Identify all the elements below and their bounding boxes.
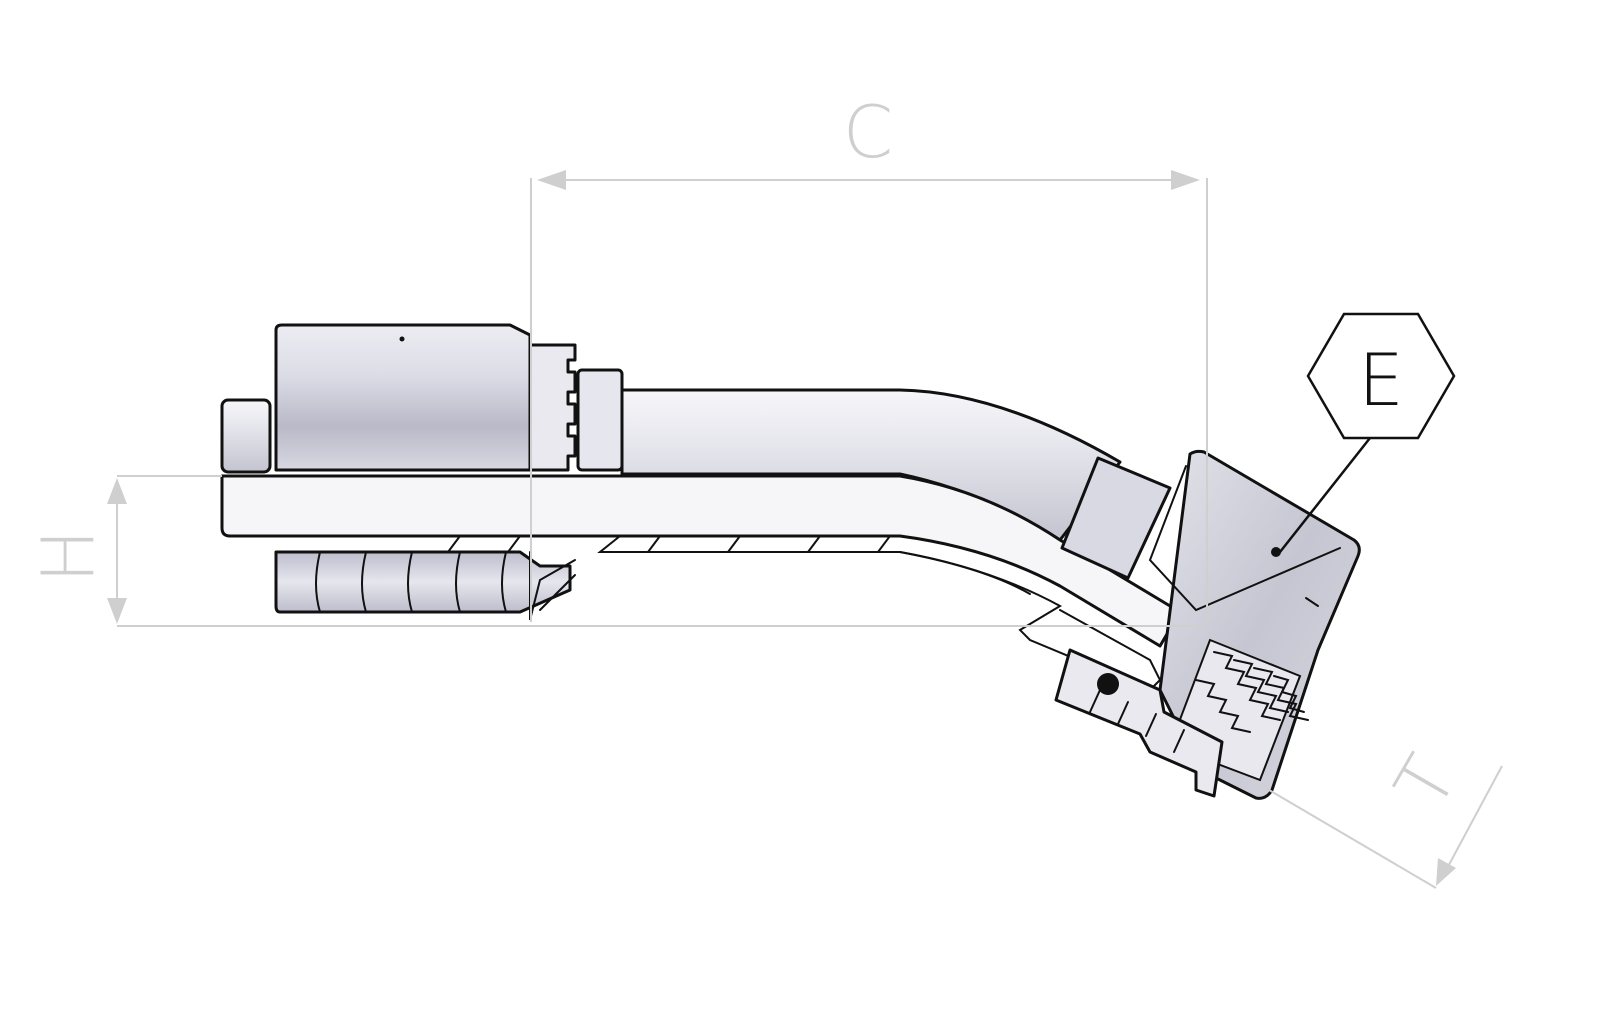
h-arrow-bottom <box>107 598 127 624</box>
t-label: T <box>1379 742 1474 822</box>
t-arrow <box>1436 858 1456 886</box>
nut-face <box>1148 465 1341 612</box>
hose-stub <box>220 398 272 474</box>
h-label: H <box>26 529 110 583</box>
lower-tube <box>619 551 1162 692</box>
fitting-body <box>220 323 1361 800</box>
hex-ring <box>1060 456 1172 580</box>
barb-ridges <box>315 551 507 613</box>
bore-hatching <box>447 535 891 553</box>
t-dimension-line <box>1443 765 1503 875</box>
seat-hatching <box>1089 689 1185 753</box>
ferrule-mark <box>399 336 405 342</box>
barb-insert <box>274 550 572 614</box>
c-arrow-left <box>537 170 566 190</box>
callout-e: E <box>1279 312 1456 553</box>
e-label: E <box>1358 338 1404 422</box>
c-arrow-right <box>1171 170 1200 190</box>
e-leader-line <box>1279 437 1371 553</box>
dimension-h: H <box>26 475 1207 627</box>
insert-hatch <box>539 574 576 611</box>
t-extension <box>1251 779 1437 889</box>
dimension-c: C <box>530 90 1208 622</box>
nut-notch <box>1305 597 1319 607</box>
ferrule-upper <box>274 323 532 472</box>
h-arrow-top <box>107 478 127 504</box>
c-label: C <box>843 90 893 174</box>
hex-callout <box>1306 312 1456 440</box>
bore-stem <box>220 474 1182 648</box>
collar <box>528 343 577 472</box>
collar-ring <box>576 368 624 472</box>
nut-mark <box>1271 547 1281 557</box>
dimension-t: T <box>1251 742 1503 889</box>
o-ring <box>1097 673 1119 695</box>
